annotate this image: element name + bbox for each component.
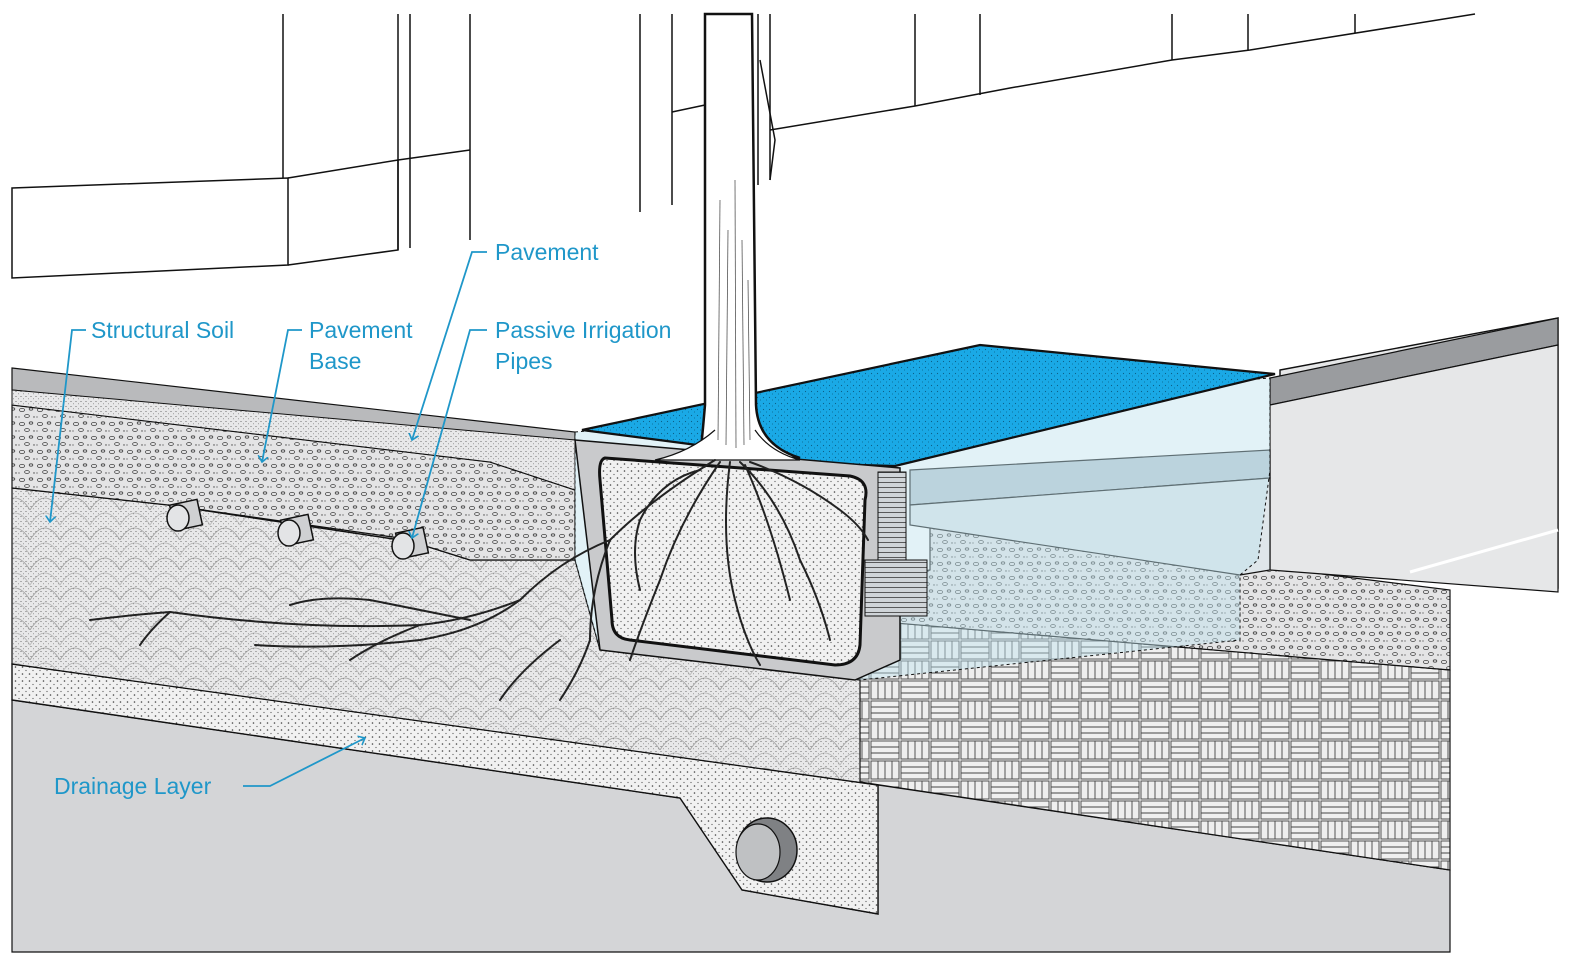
label-pavement-base: Pavement Base bbox=[309, 315, 413, 377]
leader-passive-irrigation bbox=[412, 329, 487, 538]
leader-pavement-base bbox=[262, 329, 302, 462]
leader-pavement bbox=[412, 251, 487, 440]
label-pavement-base-line2: Base bbox=[309, 348, 362, 374]
label-pavement: Pavement bbox=[495, 237, 599, 268]
label-structural-soil: Structural Soil bbox=[91, 315, 234, 346]
irrigation-pipe-icon bbox=[166, 498, 430, 560]
label-pavement-text: Pavement bbox=[495, 239, 599, 265]
leader-structural-soil bbox=[50, 329, 86, 522]
label-passive-irrigation: Passive Irrigation Pipes bbox=[495, 315, 671, 377]
tree-trunk-icon bbox=[654, 12, 801, 461]
curb-block bbox=[877, 471, 907, 563]
leader-drainage-layer bbox=[243, 738, 365, 787]
root-zone-soil bbox=[598, 456, 868, 667]
drain-pipe-icon bbox=[735, 817, 798, 883]
label-passive-irrigation-line1: Passive Irrigation bbox=[495, 317, 672, 343]
building-facade bbox=[11, 13, 1476, 279]
leader-lines bbox=[50, 251, 487, 787]
label-drainage-layer: Drainage Layer bbox=[54, 771, 211, 802]
label-passive-irrigation-line2: Pipes bbox=[495, 348, 553, 374]
label-drainage-layer-text: Drainage Layer bbox=[54, 773, 212, 799]
label-pavement-base-line1: Pavement bbox=[309, 317, 413, 343]
label-structural-soil-text: Structural Soil bbox=[91, 317, 235, 343]
root-system-icon bbox=[89, 459, 869, 701]
